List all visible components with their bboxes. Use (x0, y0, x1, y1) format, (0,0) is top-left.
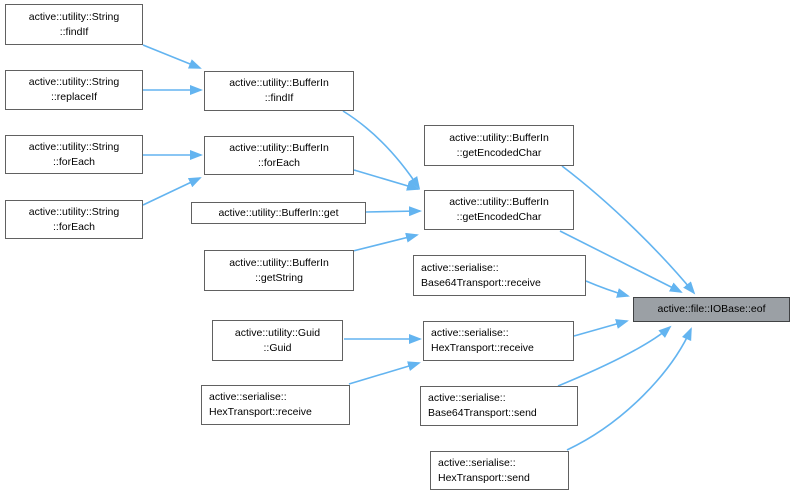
edge-bufferin-foreach-to-bufferin-getencodedchar-2 (353, 169, 420, 191)
edge-base64transport-send-to-iobase-eof (557, 325, 672, 387)
node-bufferin-getstring[interactable]: active::utility::BufferIn::getString (204, 250, 354, 291)
node-string-findif[interactable]: active::utility::String::findIf (5, 4, 143, 45)
edge-bufferin-findif-to-bufferin-getencodedchar-2 (342, 110, 421, 190)
node-bufferin-getencodedchar-1[interactable]: active::utility::BufferIn::getEncodedCha… (424, 125, 574, 166)
node-base64transport-send[interactable]: active::serialise::Base64Transport::send (420, 386, 578, 426)
edge-bufferin-getstring-to-bufferin-getencodedchar-2 (352, 232, 419, 252)
node-label-line: ::findIf (59, 25, 89, 38)
node-label-line: HexTransport::receive (209, 406, 312, 418)
node-bufferin-getencodedchar-2[interactable]: active::utility::BufferIn::getEncodedCha… (424, 190, 574, 230)
node-label-line: HexTransport::receive (431, 342, 534, 354)
edge-string-findif-to-bufferin-findif (142, 44, 202, 69)
node-label-line: Base64Transport::receive (421, 276, 541, 289)
node-label-line: active::utility::BufferIn (449, 131, 549, 144)
node-label-line: ::Guid (263, 341, 292, 354)
node-label-line: active::serialise:: (421, 261, 499, 274)
node-label-line: active::serialise:: (431, 327, 509, 339)
edge-bufferin-getencodedchar-1-to-iobase-eof (561, 165, 696, 295)
edge-bufferin-get-to-bufferin-getencodedchar-2 (365, 206, 422, 217)
node-label-line: active::utility::String (28, 10, 120, 23)
node-bufferin-findif[interactable]: active::utility::BufferIn::findIf (204, 71, 354, 111)
node-label-line: active::utility::BufferIn (229, 77, 329, 89)
node-label-line: HexTransport::send (438, 471, 530, 484)
edge-hextransport-receive-caller-to-hextransport-receive (348, 361, 421, 385)
node-label-line: active::utility::BufferIn (229, 256, 329, 269)
edge-hextransport-send-to-iobase-eof (566, 327, 692, 451)
edge-bufferin-getencodedchar-2-to-iobase-eof (559, 230, 683, 293)
node-label-line: active::utility::String (28, 76, 120, 88)
node-label-line: active::serialise:: (209, 391, 287, 403)
node-label-line: Base64Transport::send (428, 407, 537, 419)
node-label-line: active::utility::String (28, 140, 120, 153)
edge-group (142, 44, 696, 451)
node-guid-guid[interactable]: active::utility::Guid::Guid (212, 320, 343, 361)
node-label-line: ::forEach (257, 156, 301, 169)
node-label-line: active::utility::BufferIn (449, 196, 549, 208)
node-string-foreach-1[interactable]: active::utility::String::forEach (5, 135, 143, 174)
node-label-line: active::utility::BufferIn (229, 141, 329, 154)
node-label-line: active::serialise:: (438, 456, 516, 469)
node-label-line: ::getString (255, 271, 303, 284)
node-label-line: ::forEach (52, 155, 96, 168)
node-label-line: active::serialise:: (428, 392, 506, 404)
node-string-foreach-2[interactable]: active::utility::String::forEach (5, 200, 143, 239)
edge-base64transport-receive-to-iobase-eof (585, 280, 630, 298)
node-iobase-eof: active::file::IOBase::eof (633, 297, 790, 322)
node-label-line: ::findIf (264, 92, 294, 104)
node-hextransport-receive-caller[interactable]: active::serialise::HexTransport::receive (201, 385, 350, 425)
node-label-line: ::getEncodedChar (456, 146, 542, 159)
node-label-line: ::replaceIf (50, 91, 98, 103)
node-bufferin-foreach[interactable]: active::utility::BufferIn::forEach (204, 136, 354, 175)
edge-string-foreach-2-to-bufferin-foreach (142, 177, 202, 206)
node-label-line: active::file::IOBase::eof (657, 303, 766, 315)
node-base64transport-receive[interactable]: active::serialise::Base64Transport::rece… (413, 255, 586, 296)
node-label-line: active::utility::Guid (234, 326, 321, 339)
node-label-line: active::utility::String (28, 205, 120, 218)
node-label-line: ::forEach (52, 220, 96, 233)
edge-hextransport-receive-to-iobase-eof (573, 319, 629, 337)
node-label-line: active::utility::BufferIn::get (218, 206, 339, 219)
node-label-line: ::getEncodedChar (456, 211, 542, 223)
node-hextransport-send[interactable]: active::serialise::HexTransport::send (430, 451, 569, 490)
node-string-replaceif[interactable]: active::utility::String::replaceIf (5, 70, 143, 110)
node-bufferin-get[interactable]: active::utility::BufferIn::get (191, 202, 366, 224)
node-hextransport-receive[interactable]: active::serialise::HexTransport::receive (423, 321, 574, 361)
